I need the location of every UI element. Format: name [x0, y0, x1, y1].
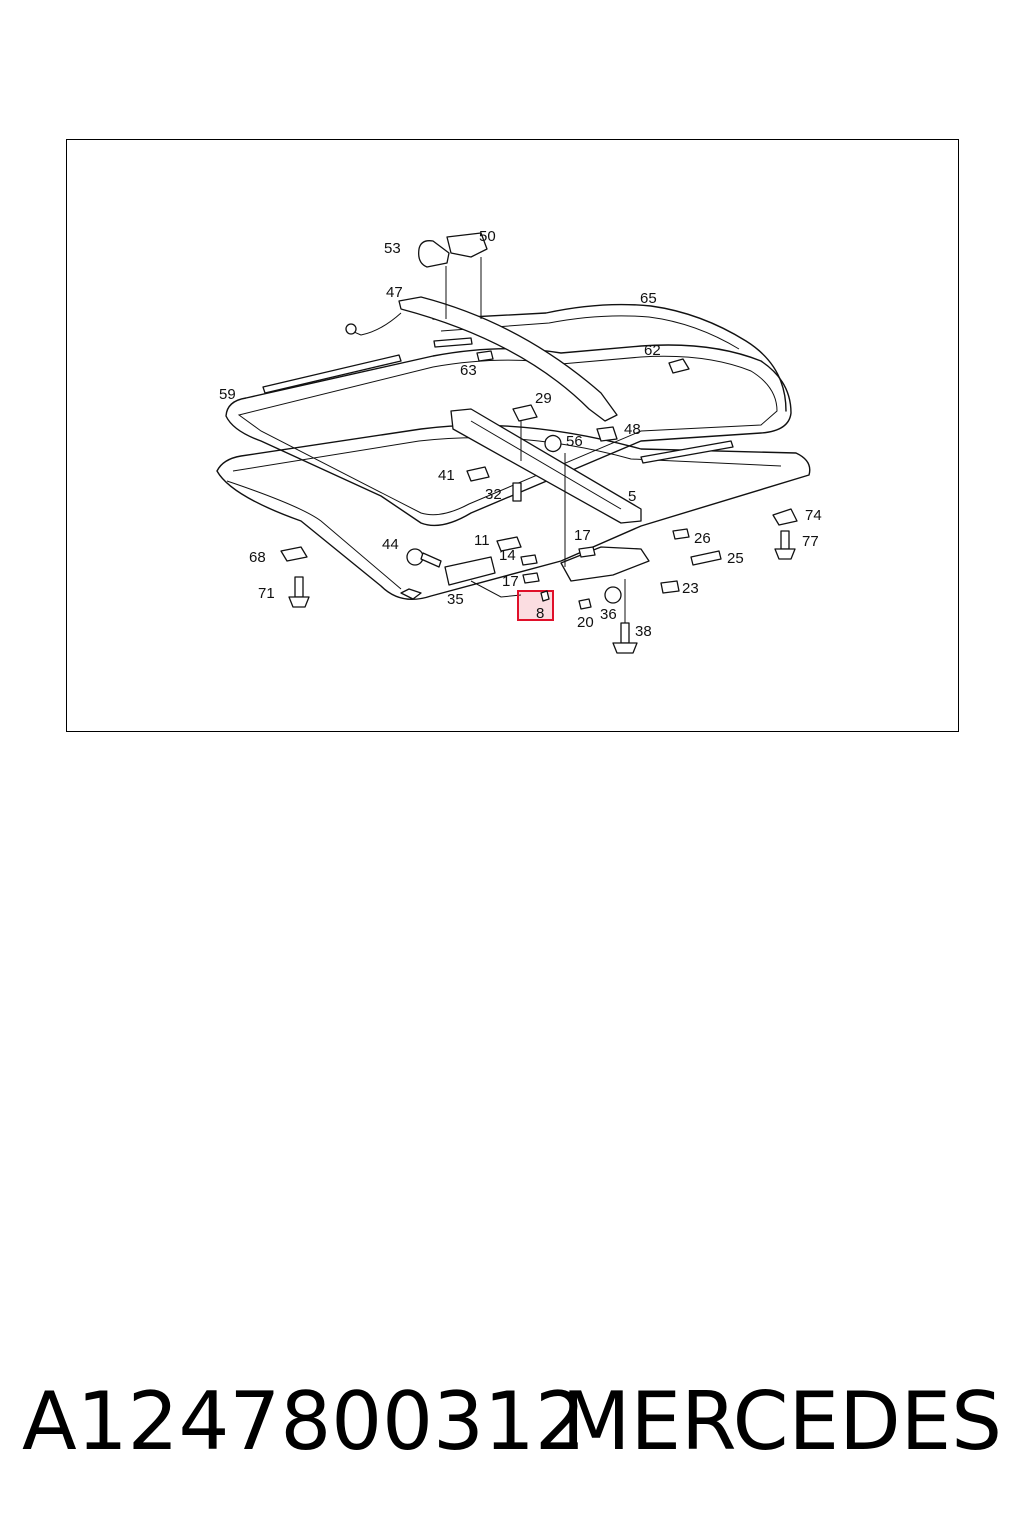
callout-5: 5 [628, 488, 636, 505]
callout-11: 11 [474, 532, 490, 549]
callout-23: 23 [682, 580, 699, 597]
part-32-screw [512, 482, 522, 502]
glass-panel-frame-65-inner [440, 315, 740, 350]
part-20 [578, 598, 592, 610]
part-38-screw [620, 622, 630, 644]
callout-68: 68 [249, 549, 266, 566]
callout-25: 25 [727, 550, 744, 567]
part-56-bushing [544, 434, 562, 453]
callout-63: 63 [460, 362, 477, 379]
diagram-frame: 53 50 47 65 62 63 59 29 56 48 41 32 5 74… [66, 139, 959, 732]
cable-end [345, 323, 357, 335]
footer: A1247800312 MERCEDES [0, 1372, 1024, 1472]
part-25 [690, 550, 722, 566]
part-36-knob [604, 586, 622, 604]
part-77-screw-head [774, 548, 796, 560]
glass-panel-frame-65 [432, 303, 787, 412]
part-17-lower [522, 572, 540, 584]
callout-62: 62 [644, 342, 661, 359]
part-41 [466, 466, 490, 482]
callout-56: 56 [566, 433, 583, 450]
callout-17-lower: 17 [502, 573, 519, 590]
callout-44: 44 [382, 536, 399, 553]
sunroof-seal-59 [225, 344, 792, 527]
side-strip-right [640, 440, 734, 464]
part-44-bolt [420, 552, 442, 568]
part-74-clip [772, 508, 798, 526]
callout-47: 47 [386, 284, 403, 301]
part-71-screw [294, 576, 304, 598]
part-53-motor [418, 240, 450, 268]
front-bow-47 [398, 296, 618, 422]
strip-63-b [476, 350, 494, 362]
callout-29: 29 [535, 390, 552, 407]
callout-17-upper: 17 [574, 527, 591, 544]
callout-36: 36 [600, 606, 617, 623]
part-50-cover [446, 232, 488, 258]
part-26 [672, 528, 690, 540]
callout-65: 65 [640, 290, 657, 307]
roof-frame-tab [400, 588, 422, 600]
callout-35: 35 [447, 591, 464, 608]
side-strip-left [262, 354, 402, 394]
part-14 [520, 554, 538, 566]
brand-name: MERCEDES [561, 1375, 1002, 1468]
exploded-parts-diagram: 53 50 47 65 62 63 59 29 56 48 41 32 5 74… [216, 228, 822, 654]
part-68-clip [280, 546, 308, 562]
part-35-leader [470, 580, 522, 598]
part-44-bolt-head [406, 548, 424, 566]
callout-59: 59 [219, 386, 236, 403]
callout-50: 50 [479, 228, 496, 245]
part-77-screw [780, 530, 790, 550]
callout-41: 41 [438, 467, 455, 484]
roof-frame-front-edge [226, 480, 402, 590]
callout-20: 20 [577, 614, 594, 631]
part-38-screw-head [612, 642, 638, 654]
callout-53: 53 [384, 240, 401, 257]
part-62 [668, 358, 690, 374]
part-23 [660, 580, 680, 594]
callout-32: 32 [485, 486, 502, 503]
callout-74: 74 [805, 507, 822, 524]
callout-8: 8 [536, 605, 544, 622]
part-number: A1247800312 [22, 1375, 586, 1468]
callout-77: 77 [802, 533, 819, 550]
mechanism-bracket [560, 546, 650, 582]
sunroof-seal-59-inner [237, 355, 778, 516]
part-71-screw-head [288, 596, 310, 608]
roof-frame-outline [216, 424, 811, 600]
callout-14: 14 [499, 547, 516, 564]
guide-rail-5-detail [470, 420, 622, 510]
part-8 [540, 590, 550, 602]
callout-38: 38 [635, 623, 652, 640]
part-11 [496, 536, 522, 552]
callout-71: 71 [258, 585, 275, 602]
callout-48: 48 [624, 421, 641, 438]
part-48 [596, 426, 618, 442]
strip-63-a [433, 337, 473, 348]
part-35-bracket [444, 556, 496, 586]
part-17-upper [578, 546, 596, 558]
callout-26: 26 [694, 530, 711, 547]
part-29 [512, 404, 538, 422]
